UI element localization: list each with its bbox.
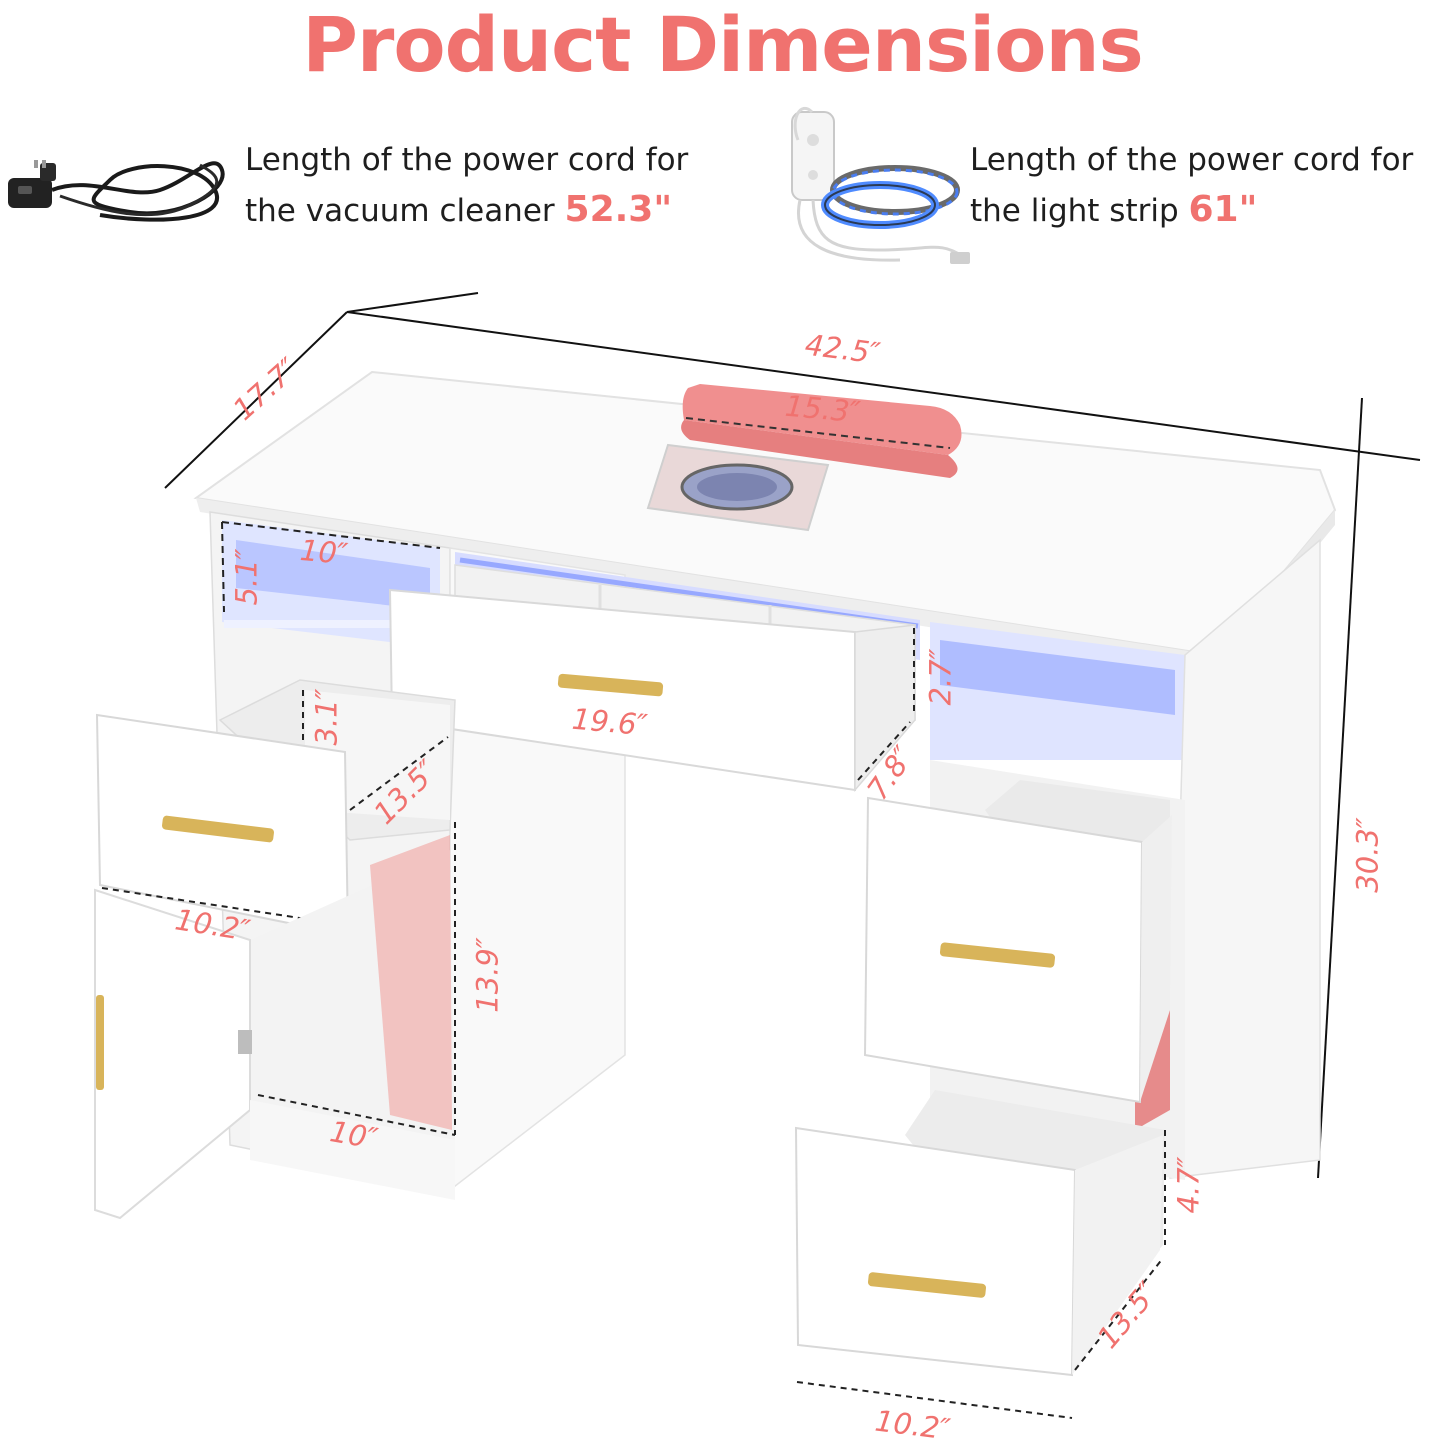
armrest-dimension: 15.3″	[783, 388, 862, 430]
vacuum-cord-label: the vacuum cleaner	[245, 193, 555, 229]
vacuum-cord-line1: Length of the power cord for	[245, 142, 689, 178]
led-strip-icon	[791, 107, 970, 264]
light-strip-cord-spec: Length of the power cord for the light s…	[970, 135, 1413, 236]
light-strip-cord-line1: Length of the power cord for	[970, 142, 1414, 178]
power-plug-cord-icon	[8, 160, 225, 222]
light-strip-cord-value: 61"	[1188, 189, 1258, 230]
left-shelf-height-dimension: 5.1″	[229, 548, 264, 606]
center-drawer-height-dimension: 2.7″	[923, 648, 958, 706]
vacuum-cord-value: 52.3"	[564, 189, 673, 230]
page-title: Product Dimensions	[302, 0, 1144, 89]
right-drawer-height-dimension: 4.7″	[1171, 1156, 1206, 1214]
cabinet-height-dimension: 13.9″	[470, 937, 505, 1013]
light-strip-cord-line2: the light strip 61"	[970, 185, 1413, 236]
vacuum-cord-line2: the vacuum cleaner 52.3"	[245, 185, 688, 236]
left-drawer-height-dimension: 3.1″	[309, 688, 344, 746]
vacuum-cord-spec: Length of the power cord for the vacuum …	[245, 135, 688, 236]
center-drawer-width-dimension: 19.6″	[570, 701, 649, 743]
left-shelf-width-dimension: 10″	[298, 532, 350, 572]
height-dimension: 30.3″	[1350, 817, 1385, 893]
light-strip-cord-label: the light strip	[970, 193, 1179, 229]
